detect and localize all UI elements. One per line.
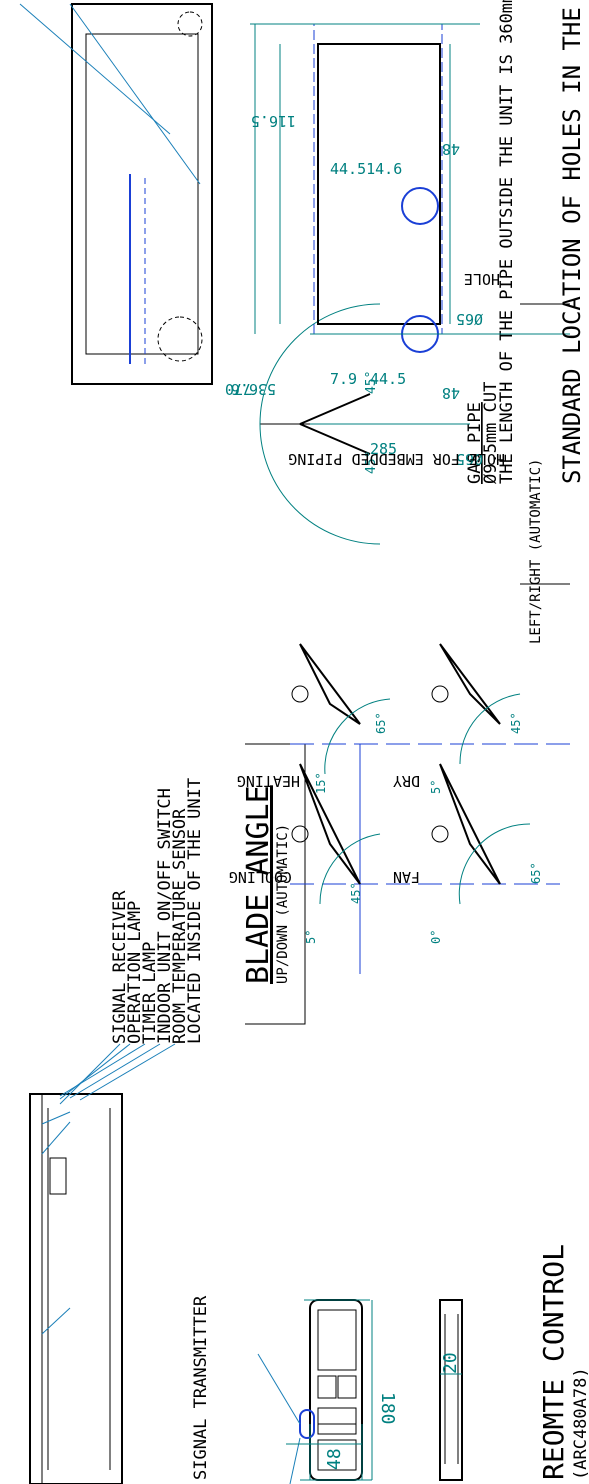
dim-536: 536.6 <box>231 380 276 398</box>
unit-label-timer-lamp: TIMER LAMP <box>140 942 160 1044</box>
left-right-label: LEFT/RIGHT (AUTOMATIC) <box>528 459 544 644</box>
mode-heating: HEATING 15° 65° <box>237 643 391 794</box>
remote-control-section: REOMTE CONTROL (ARC480A78) SIGNAL TRANSM… <box>191 1244 589 1484</box>
gas-pipe-spec: Ø9.5mm CUT <box>481 382 501 484</box>
mode-dry-name: DRY <box>393 772 420 790</box>
signal-window <box>257 1353 315 1484</box>
unit-label-onoff-switch: INDOOR UNIT ON/OFF SWITCH <box>155 788 175 1044</box>
dim-7-9: 7.9 <box>330 370 357 388</box>
remote-title: REOMTE CONTROL <box>537 1244 570 1480</box>
back-plate-outline <box>71 3 213 385</box>
wall-holes-title: STANDARD LOCATION OF HOLES IN THE WALL <box>558 0 586 484</box>
unit-label-signal-receiver: SIGNAL RECEIVER <box>110 890 130 1044</box>
updown-label: UP/DOWN (AUTOMATIC) <box>275 824 291 984</box>
blade-angle-section: BLADE ANGLE UP/DOWN (AUTOMATIC) COOLING … <box>229 303 570 1025</box>
unit-label-located-inside: LOCATED INSIDE OF THE UNIT <box>185 778 205 1044</box>
unit-labels: SIGNAL RECEIVER OPERATION LAMP TIMER LAM… <box>110 778 205 1044</box>
lr-angle-right: 45° <box>364 371 379 394</box>
hole-right <box>401 187 439 225</box>
mode-cooling-name: COOLING <box>229 868 292 886</box>
dim-285: 285 <box>370 440 397 458</box>
wall-holes-section: 770 536.6 116.5 44.514.6 48 48 7.9 44.5 … <box>225 0 586 484</box>
mode-fan-name: FAN <box>393 868 420 886</box>
remote-dim-width: 48 <box>324 1448 345 1470</box>
dim-48-right: 48 <box>442 140 460 158</box>
remote-model: (ARC480A78) <box>571 1367 589 1480</box>
remote-side-view <box>439 1299 463 1481</box>
unit-label-operation-lamp: OPERATION LAMP <box>125 901 145 1044</box>
hole-right-label: HOLE <box>464 270 500 288</box>
hole-left-label: HOLE FOR EMBEDDED PIPING <box>288 450 505 468</box>
gas-pipe-note: THE LENGTH OF THE PIPE OUTSIDE THE UNIT … <box>497 0 517 484</box>
mode-fan: FAN 0° 65° <box>393 763 543 944</box>
gas-pipe-section: GAS PIPE Ø9.5mm CUT THE LENGTH OF THE PI… <box>19 0 517 484</box>
wall-dimension-lines <box>250 23 570 425</box>
mode-heating-name: HEATING <box>237 772 300 790</box>
left-right-swing: 45° 45° LEFT/RIGHT (AUTOMATIC) <box>259 303 570 644</box>
dim-44-5: 44.5 <box>370 370 406 388</box>
blade-angle-title: BLADE ANGLE <box>241 785 276 984</box>
remote-dim-height: 180 <box>377 1392 398 1425</box>
mode-heating-min: 15° <box>314 772 328 794</box>
mode-fan-max: 65° <box>529 862 543 884</box>
dim-44-6: 44.514.6 <box>330 160 402 178</box>
mode-cooling-max: 45° <box>349 882 363 904</box>
mode-fan-min: 0° <box>429 930 443 944</box>
lr-angle-left: 45° <box>364 451 379 474</box>
unit-label-leaders <box>59 1043 176 1105</box>
unit-label-room-sensor: ROOM TEMPERATURE SENSOR <box>170 808 190 1044</box>
hole-right-dia: Ø65 <box>456 310 483 328</box>
mode-cooling-min: 5° <box>304 930 318 944</box>
mode-dry-max: 45° <box>509 712 523 734</box>
mode-cooling: COOLING 5° 45° <box>229 763 381 944</box>
mode-heating-max: 65° <box>374 712 388 734</box>
dim-116: 116.5 <box>251 112 296 130</box>
indoor-unit-front <box>29 1093 123 1484</box>
remote-dimensions <box>286 1299 462 1481</box>
mode-dry: DRY 5° 45° <box>393 643 523 794</box>
gas-pipe-label: GAS PIPE <box>465 402 485 484</box>
signal-transmitter-label: SIGNAL TRANSMITTER <box>191 1295 211 1480</box>
hole-left-dia: Ø65 <box>456 450 483 468</box>
dim-770: 770 <box>225 380 252 398</box>
dim-48-left: 48 <box>442 384 460 402</box>
mode-dry-min: 5° <box>429 780 443 794</box>
remote-dim-depth: 20 <box>440 1352 461 1374</box>
